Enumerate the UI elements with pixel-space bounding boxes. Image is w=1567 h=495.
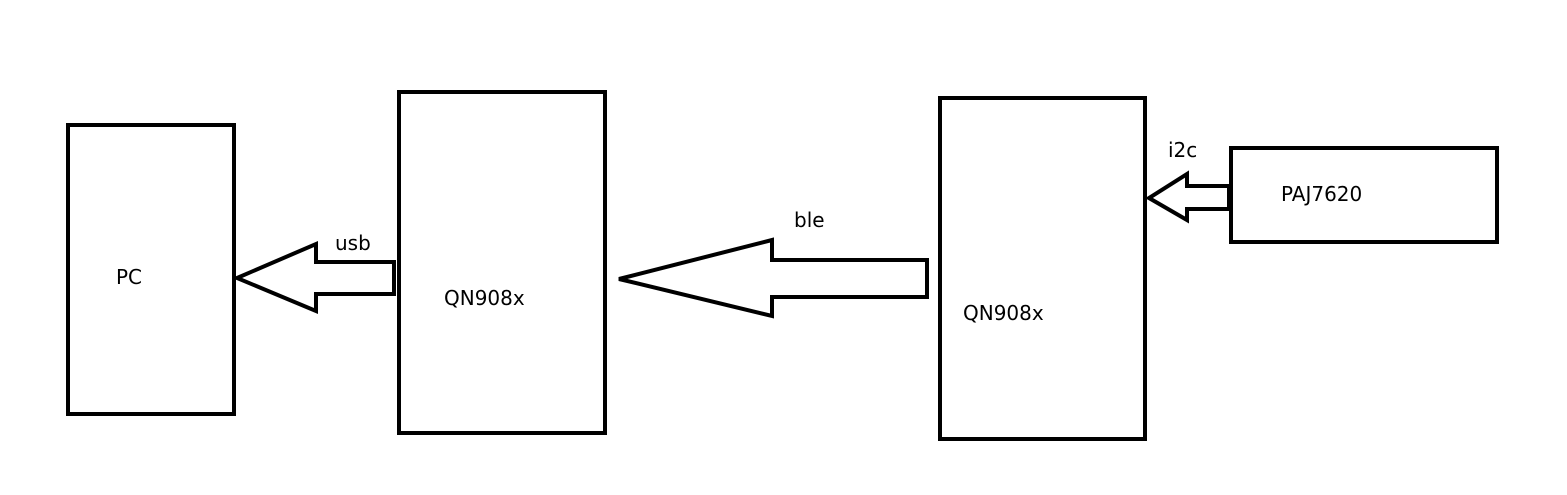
usb-label: usb [335,231,371,255]
qn908x-left-node: QN908x [397,90,607,435]
qn908x-right-label: QN908x [963,301,1044,325]
usb-arrow [231,240,396,315]
qn908x-left-label: QN908x [444,286,525,310]
paj7620-label: PAJ7620 [1281,182,1362,206]
i2c-edge: i2c [1145,138,1231,224]
paj7620-box [1229,146,1499,244]
paj7620-node: PAJ7620 [1229,146,1499,244]
ble-label: ble [794,208,825,232]
usb-edge: usb [231,231,396,315]
qn908x-right-box [938,96,1147,441]
pc-box [66,123,236,416]
pc-label: PC [116,265,142,289]
ble-edge: ble [618,208,929,319]
pc-node: PC [66,123,236,416]
qn908x-right-node: QN908x [938,96,1147,441]
i2c-arrow [1145,170,1231,224]
i2c-label: i2c [1168,138,1197,162]
qn908x-left-box [397,90,607,435]
ble-arrow [618,237,929,319]
